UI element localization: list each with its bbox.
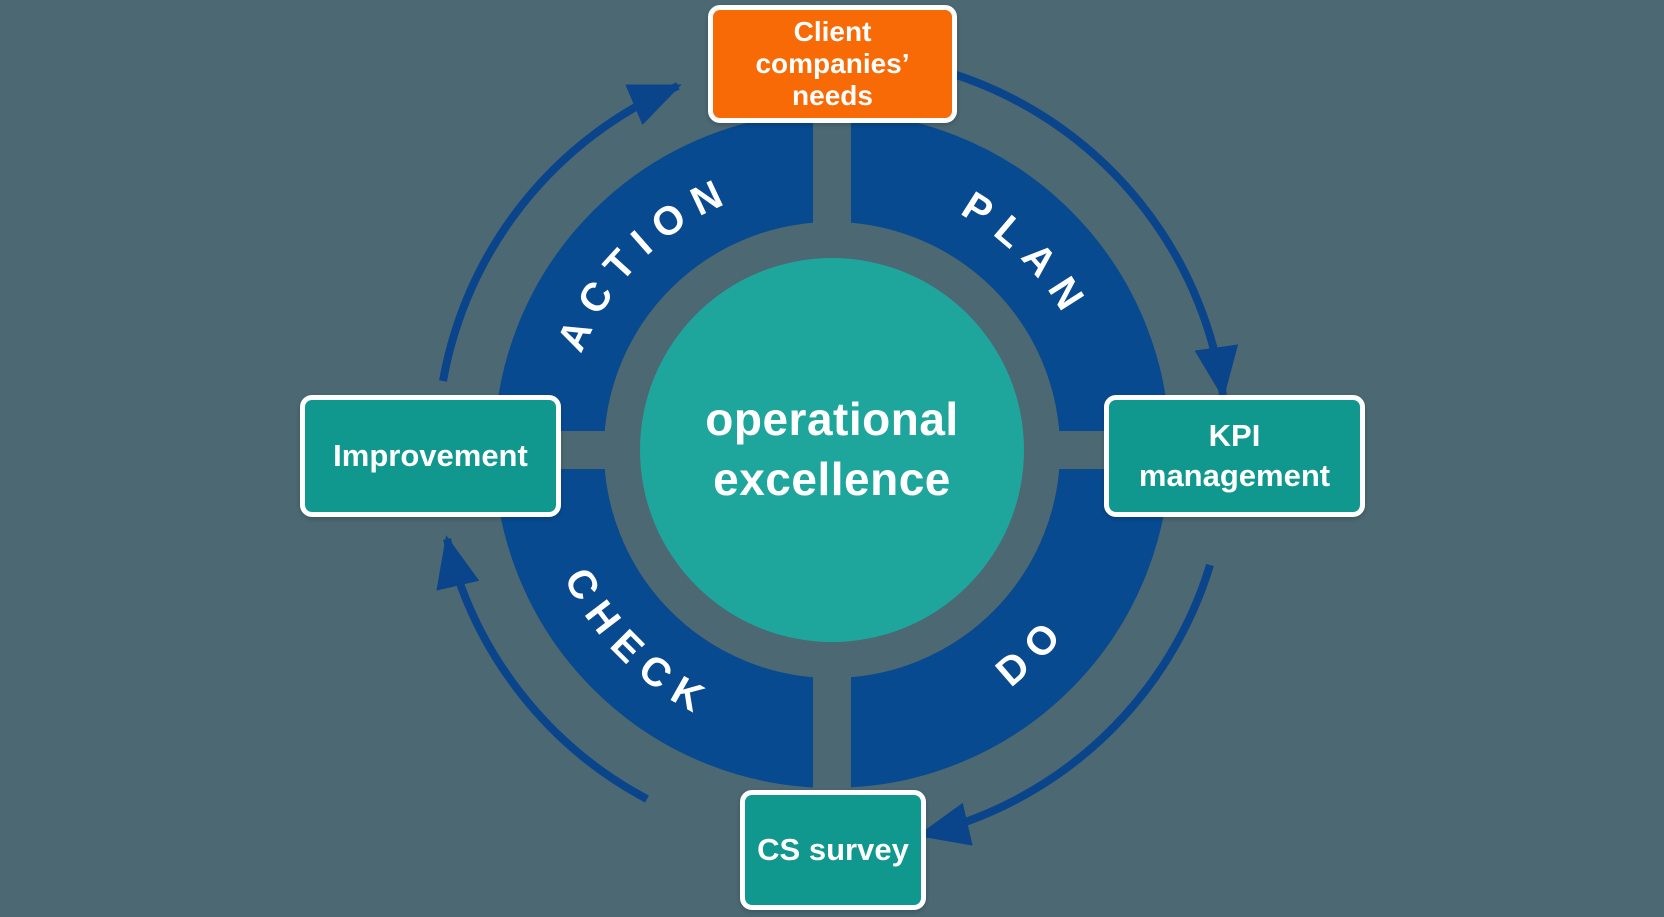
client-needs-line3: needs xyxy=(792,79,873,111)
improvement-label: Improvement xyxy=(333,438,528,473)
client-needs-line2: companies’ xyxy=(755,48,910,80)
center-label-line2: excellence xyxy=(713,453,951,505)
center-circle-label: operational excellence xyxy=(632,330,1032,570)
center-label-line1: operational xyxy=(705,393,959,446)
cs-survey-box: CS survey xyxy=(740,790,926,910)
kpi-management-box: KPI management xyxy=(1104,395,1365,517)
kpi-line2: management xyxy=(1138,458,1331,493)
gap-bottom xyxy=(813,643,851,795)
gap-top xyxy=(813,100,851,258)
client-needs-box: Client companies’ needs xyxy=(708,5,957,123)
arrow-cssurvey-to-improvement xyxy=(436,535,649,803)
client-needs-line1: Client xyxy=(793,16,872,48)
improvement-box: Improvement xyxy=(300,395,561,517)
arrow-clientneeds-to-kpi xyxy=(945,68,1239,399)
arrow-kpi-to-cssurvey xyxy=(917,563,1214,846)
arrow-improvement-to-clientneeds xyxy=(439,82,682,382)
kpi-line1: KPI xyxy=(1208,418,1261,454)
cycle-arrows xyxy=(436,68,1239,846)
center-circle xyxy=(640,258,1024,642)
cs-survey-label: CS survey xyxy=(757,832,909,867)
